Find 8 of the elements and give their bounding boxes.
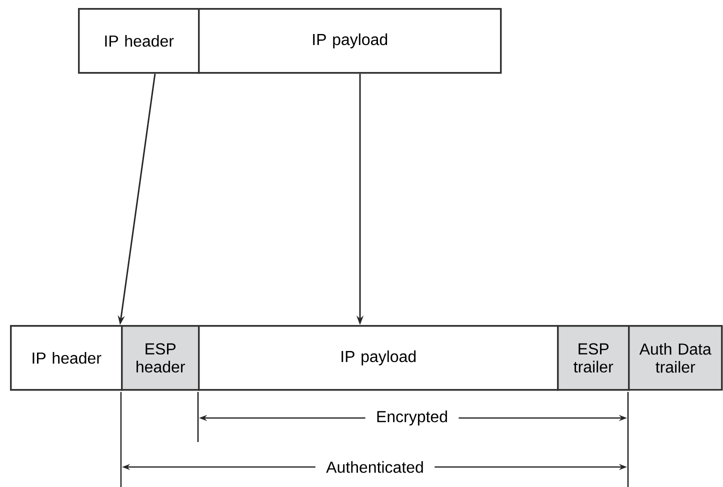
field-box: IP payload [198, 325, 559, 391]
field-box-shaded: Auth Data trailer [628, 325, 723, 391]
field-box: IP header [10, 325, 123, 391]
dimension-label: Encrypted [365, 409, 459, 427]
field-box-shaded: ESP header [121, 325, 200, 391]
field-box-shaded: ESP trailer [557, 325, 630, 391]
field-box: IP header [78, 8, 200, 74]
dimension-label: Authenticated [315, 460, 435, 474]
